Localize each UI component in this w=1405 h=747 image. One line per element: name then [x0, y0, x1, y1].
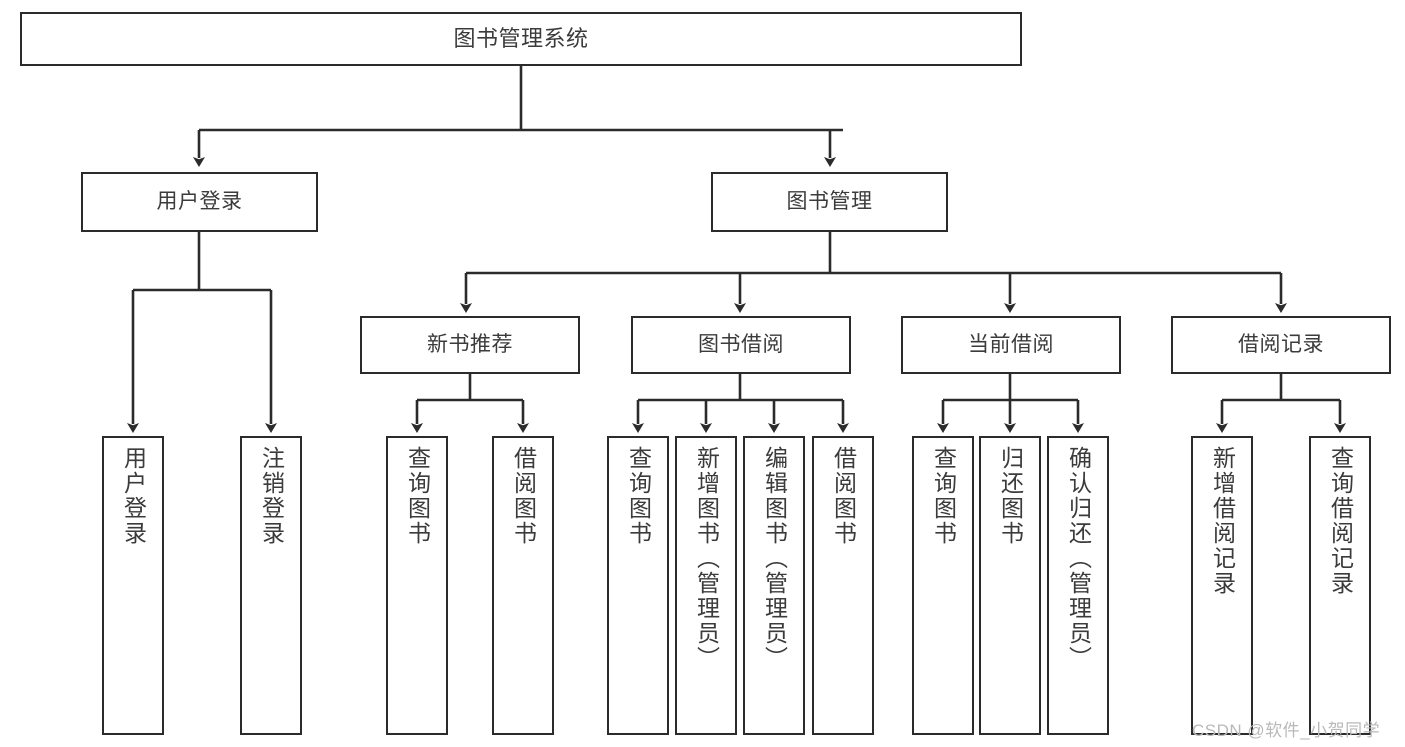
leaf-query-borrow-record[interactable]: 查询借阅记录: [1309, 436, 1371, 735]
node-label: 借阅记录: [1238, 333, 1324, 357]
leaf-edit-book-admin[interactable]: 编辑图书（管理员）: [743, 436, 805, 735]
node-book-management[interactable]: 图书管理: [711, 172, 948, 232]
leaf-add-book-admin[interactable]: 新增图书（管理员）: [675, 436, 737, 735]
node-new-book-recommend[interactable]: 新书推荐: [360, 316, 580, 374]
node-borrow-record[interactable]: 借阅记录: [1171, 316, 1391, 374]
leaf-query-book-current[interactable]: 查询图书: [912, 436, 974, 735]
leaf-confirm-return-admin[interactable]: 确认归还（管理员）: [1047, 436, 1109, 735]
leaf-return-book[interactable]: 归还图书: [979, 436, 1041, 735]
node-label: 当前借阅: [968, 333, 1054, 357]
node-label: 新增图书（管理员）: [693, 446, 720, 671]
node-user-login[interactable]: 用户登录: [81, 172, 318, 232]
leaf-add-borrow-record[interactable]: 新增借阅记录: [1191, 436, 1253, 735]
leaf-logout[interactable]: 注销登录: [240, 436, 302, 735]
watermark-text: CSDN @软件_小贺同学: [1192, 721, 1381, 740]
node-label: 编辑图书（管理员）: [761, 446, 788, 671]
leaf-user-login[interactable]: 用户登录: [102, 436, 164, 735]
node-label: 注销登录: [258, 446, 285, 546]
leaf-query-book-recommend[interactable]: 查询图书: [386, 436, 448, 735]
node-label: 新书推荐: [427, 333, 513, 357]
leaf-borrow-book[interactable]: 借阅图书: [812, 436, 874, 735]
node-label: 新增借阅记录: [1209, 446, 1236, 596]
node-current-borrow[interactable]: 当前借阅: [901, 316, 1121, 374]
node-label: 借阅图书: [830, 446, 857, 546]
node-label: 用户登录: [156, 190, 243, 214]
node-label: 查询借阅记录: [1327, 446, 1354, 596]
node-label: 图书管理系统: [453, 25, 589, 51]
node-label: 查询图书: [930, 446, 957, 546]
leaf-query-book-borrow[interactable]: 查询图书: [607, 436, 669, 735]
node-label: 确认归还（管理员）: [1065, 446, 1092, 671]
node-label: 图书借阅: [698, 333, 784, 357]
node-label: 查询图书: [404, 446, 431, 546]
node-root-system[interactable]: 图书管理系统: [20, 12, 1022, 66]
node-label: 用户登录: [120, 446, 147, 546]
node-label: 图书管理: [786, 190, 873, 214]
node-label: 归还图书: [997, 446, 1024, 546]
node-label: 查询图书: [625, 446, 652, 546]
node-label: 借阅图书: [510, 446, 537, 546]
leaf-borrow-book-recommend[interactable]: 借阅图书: [492, 436, 554, 735]
node-book-borrow[interactable]: 图书借阅: [631, 316, 851, 374]
